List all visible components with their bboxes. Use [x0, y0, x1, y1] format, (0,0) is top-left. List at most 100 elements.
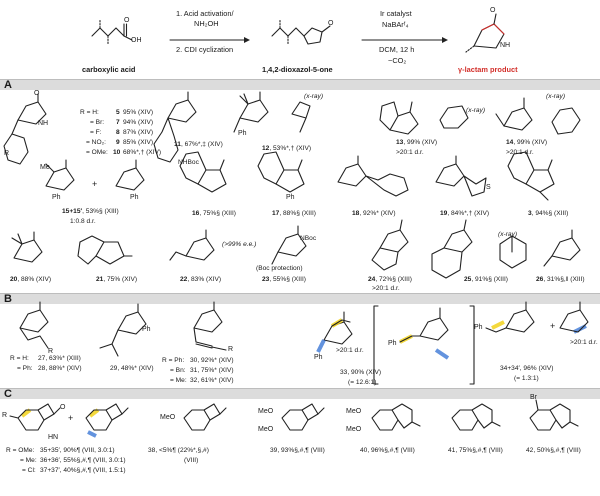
a-yld-5: 95% (XIV) — [123, 109, 154, 116]
c38-meo: MeO — [160, 414, 176, 421]
a16-cap: 16, 75%§ (XIII) — [192, 210, 236, 217]
a23-nboc: NBoc — [300, 235, 317, 242]
a-r-ome: = OMe: — [86, 149, 108, 156]
a-yld-10: 68%*,† (XIV) — [123, 149, 162, 156]
b-ratio34: (= 1.3:1) — [514, 375, 539, 382]
quinolinone-41 — [451, 403, 501, 431]
a-r-br: = Br: — [90, 119, 105, 126]
c-r35: R = OMe: — [6, 447, 35, 454]
section-c-structures — [9, 399, 579, 438]
spiro-21 — [77, 235, 133, 265]
divider-top — [0, 79, 600, 80]
a14-cap: 14, 99% (XIV) — [506, 139, 548, 146]
b-c31: 31, 75%* (XIV) — [190, 367, 234, 374]
c-c38b: (VIII) — [184, 457, 199, 464]
lactam-29 — [99, 303, 147, 357]
lactam-18 — [337, 155, 409, 197]
oxindole-35-37 — [9, 403, 129, 438]
section-a-label: A — [4, 79, 12, 91]
divider-b — [0, 293, 600, 294]
a26-cap: 26, 31%§,‖ (XIII) — [536, 276, 585, 283]
c-c38: 38, <5%¶ (22%*,§,#) — [148, 447, 209, 454]
a17-cap: 17, 88%§ (XIII) — [272, 210, 316, 217]
b-R: R — [48, 348, 54, 355]
a15-cap: 15+15′, 53%§ (XIII) — [62, 208, 119, 215]
lactam-27-28 — [19, 301, 49, 349]
catalyst-text: Ir catalyst — [380, 9, 412, 18]
divider-c — [0, 388, 600, 389]
c39-meo1: MeO — [258, 408, 274, 415]
a-yld-8: 87% (XIV) — [123, 129, 154, 136]
b-r32: = Me: — [170, 377, 187, 384]
lac-NH: NH — [500, 42, 511, 49]
b-r28: = Ph: — [17, 365, 33, 372]
section-b-label: B — [4, 293, 12, 305]
a19-s: S — [486, 184, 491, 191]
a-yld-9: 85% (XIV) — [123, 139, 154, 146]
quinolinone-42 — [529, 399, 579, 431]
lactam-34-34prime — [485, 301, 589, 334]
isoindolinone-16 — [179, 151, 227, 193]
b34-ph: Ph — [474, 324, 483, 331]
a-nhboc: NHBoc — [178, 159, 199, 166]
b-dr33: >20:1 d.r. — [336, 347, 364, 354]
byproduct-text: −CO₂ — [388, 56, 407, 65]
b33-ph: Ph — [314, 354, 323, 361]
a15p-ph: Ph — [130, 194, 139, 201]
a13-xray: (x-ray) — [466, 107, 486, 114]
lactam-5-10 — [3, 93, 47, 165]
a11-cap: 11, 67%*,‡ (XIV) — [174, 141, 223, 148]
c-plus: + — [68, 413, 74, 423]
section-a-structures — [3, 91, 581, 279]
a14-dr: >20:1 d.r. — [506, 149, 534, 156]
b-c29: 29, 48%* (XIV) — [110, 365, 154, 372]
a-num-5: 5 — [116, 109, 120, 116]
a-num-8: 8 — [116, 129, 120, 136]
a21-cap: 21, 75% (XIV) — [96, 276, 138, 283]
a-r-f: = F: — [90, 129, 102, 136]
a18-cap: 18, 92%* (XIV) — [352, 210, 396, 217]
a20-cap: 20, 88% (XIV) — [10, 276, 52, 283]
lactam-26 — [543, 229, 581, 267]
a-r-no2: = NO₂: — [86, 139, 106, 146]
isoindolinone-17 — [257, 151, 305, 193]
mid-label: 1,4,2-dioxazol-5-one — [262, 65, 333, 74]
lactam-23 — [271, 225, 307, 265]
a15-plus: + — [92, 179, 98, 189]
a22-cap: 22, 83% (XIV) — [180, 276, 222, 283]
a24-dr: >20:1 d.r. — [372, 285, 400, 292]
top-scheme-structures — [91, 13, 505, 53]
lactam-22 — [169, 229, 215, 261]
b-r31: = Bn: — [170, 367, 186, 374]
step1b-text: NH₂OH — [194, 19, 219, 28]
c35-HN: HN — [48, 434, 59, 441]
b-c30: 30, 92%* (XIV) — [190, 357, 234, 364]
lactam-19 — [435, 155, 487, 197]
step2-text: 2. CDI cyclization — [176, 45, 234, 54]
a25-cap: 25, 91%§ (XIII) — [464, 276, 508, 283]
section-b-header — [0, 294, 600, 304]
c-R: R — [2, 412, 8, 419]
c39-meo2: MeO — [258, 426, 274, 433]
a12-cap: 12, 53%*,† (XIV) — [262, 145, 312, 152]
b33p-ph: Ph — [388, 340, 397, 347]
a17-ph: Ph — [286, 194, 295, 201]
quinolinone-40 — [371, 403, 421, 431]
lactam-13 — [379, 101, 469, 135]
a-yld-7: 94% (XIV) — [123, 119, 154, 126]
c-c39: 39, 93%§,#,¶ (VIII) — [270, 447, 325, 454]
a15-dr: 1:0.8 d.r. — [70, 218, 96, 225]
a13-dr: >20:1 d.r. — [396, 149, 424, 156]
a-num-9: 9 — [116, 139, 120, 146]
section-b-structures — [19, 301, 589, 385]
bracket-33prime — [373, 305, 475, 385]
c-c42: 42, 50%§,#,¶ (VIII) — [526, 447, 581, 454]
a12-ph: Ph — [238, 130, 247, 137]
b-c34: 34+34′, 96% (XIV) — [500, 365, 554, 372]
c-c35: 35+35′, 90%¶ (VIII, 3.0:1) — [40, 447, 115, 454]
section-c-header — [0, 389, 600, 399]
c40-meo1: MeO — [346, 408, 362, 415]
lactam-20 — [11, 231, 43, 263]
b-r30: R = Ph: — [162, 357, 185, 364]
lac-O: O — [490, 7, 496, 14]
